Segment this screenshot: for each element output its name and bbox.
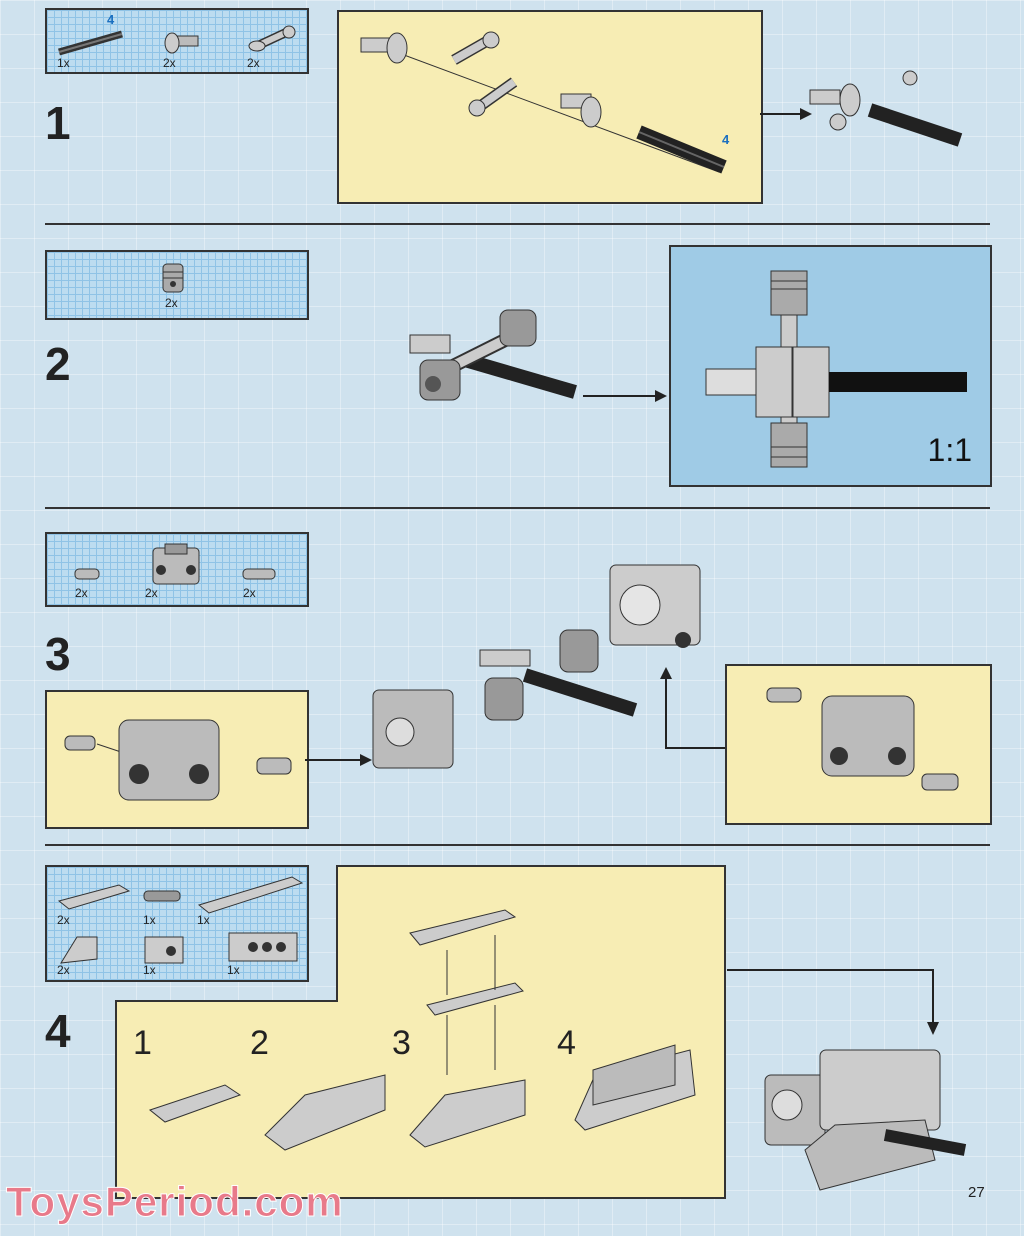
piston-actual-size-illustration [705,270,967,468]
substep-label-1: 1 [133,1024,152,1062]
crank-part-icon [248,25,296,52]
step-number-3: 3 [45,628,71,680]
substep-label-3: 3 [392,1024,411,1062]
step-1-result [760,70,963,147]
page-number: 27 [968,1184,985,1201]
plate-1x6-part-icon [197,876,304,914]
parts-list-step-1: 4 1x 2x 2x [45,8,309,74]
part-qty: 2x [57,913,70,927]
technic-brick-1x2-part-icon [144,936,184,964]
parts-list-step-3: 2x 2x 2x [45,532,309,607]
part-qty: 2x [247,56,260,70]
piston-assembly-illustration [409,309,667,402]
plate-1x4-part-icon [57,884,131,910]
step-3-connector-arrow [660,667,725,749]
technic-brick-1x4-part-icon [228,932,298,962]
scale-label: 1:1 [927,432,972,468]
step-4-result-illustration [727,969,967,1191]
part-qty: 2x [145,586,158,600]
part-qty: 2x [163,56,176,70]
part-qty: 1x [57,56,70,70]
piston-part-icon [162,263,184,293]
axle-length-label: 4 [107,12,115,27]
substep-label-4: 4 [557,1024,576,1062]
watermark: ToysPeriod.com [6,1178,344,1226]
pin-part-icon [242,568,276,580]
axle-part-icon [58,30,123,56]
step-4-subassembly-callout [115,865,726,1199]
actual-size-zoom-box: 1:1 [669,245,992,487]
substep-label-2: 2 [250,1024,269,1062]
part-qty: 1x [197,913,210,927]
parts-list-step-2: 2x [45,250,309,320]
step-3-main-assembly-illustration [305,564,701,769]
part-qty: 2x [243,586,256,600]
step-3-right-callout [725,664,992,825]
parts-list-step-4: 2x 1x 1x 2x 1x 1x [45,865,309,982]
part-qty: 2x [165,296,178,310]
part-qty: 2x [57,963,70,977]
slope-part-icon [60,936,98,964]
cylinder-block-part-icon [152,543,200,585]
cylinder-right-assembly-illustration [766,687,959,791]
axle-length-label: 4 [722,132,730,147]
step-number-4: 4 [45,1005,71,1057]
step-number-1: 1 [45,97,71,149]
step-divider [45,844,990,846]
part-qty: 1x [143,963,156,977]
crank-assembly-exploded-illustration [360,31,727,174]
step-1-assembly-callout: 4 [337,10,763,204]
step-divider [45,223,990,225]
pin-part-icon [143,890,181,902]
part-qty: 2x [75,586,88,600]
part-qty: 1x [227,963,240,977]
step-number-2: 2 [45,338,71,390]
cylinder-left-assembly-illustration [64,719,292,801]
step-3-left-callout [45,690,309,829]
part-qty: 1x [143,913,156,927]
axle-pin-part-icon [164,32,199,54]
step-divider [45,507,990,509]
pin-part-icon [74,568,100,580]
